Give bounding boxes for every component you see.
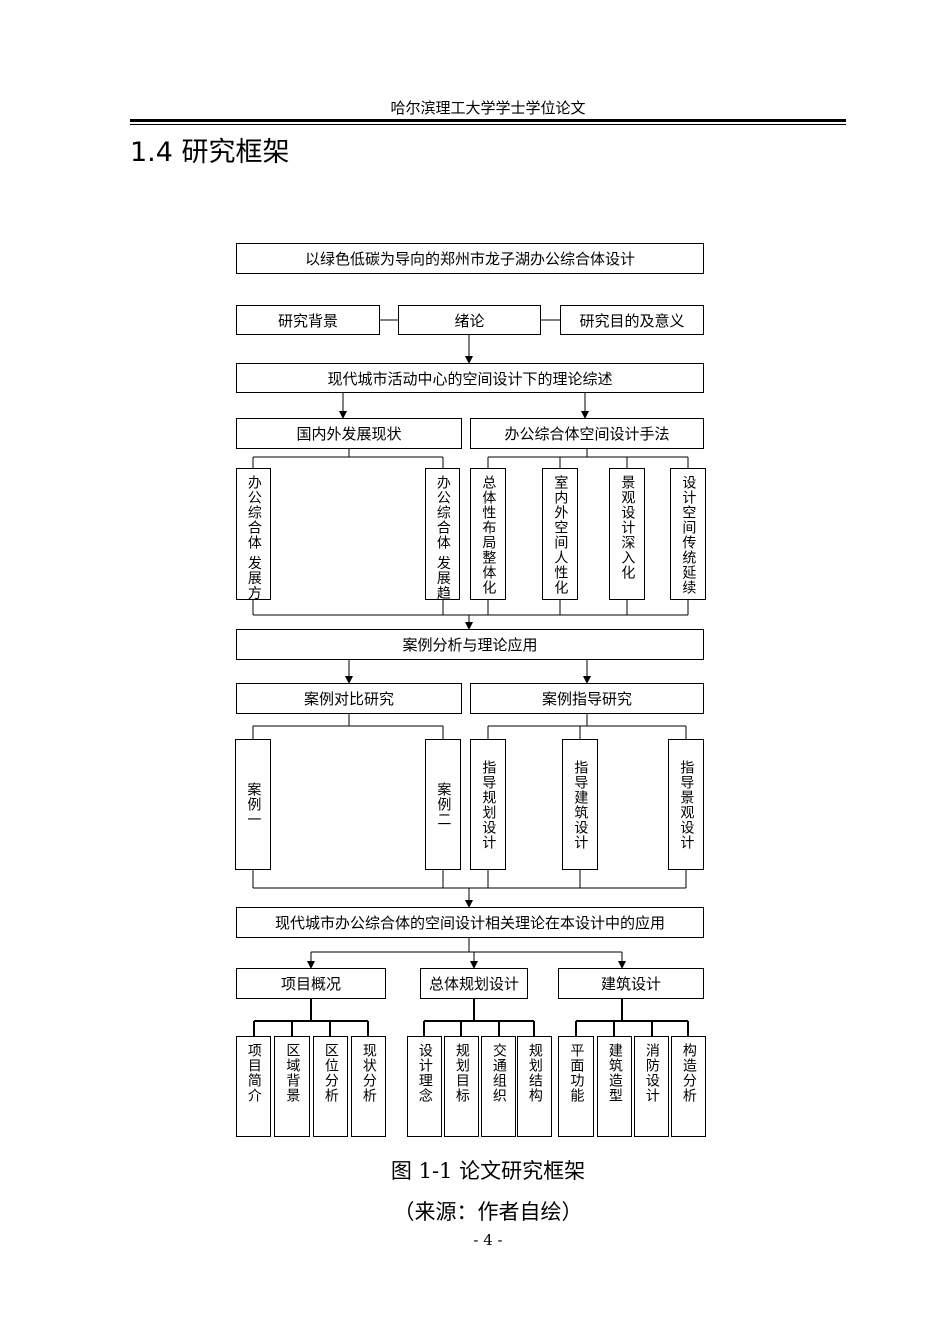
leaf-label: 区域背景 xyxy=(284,1043,301,1103)
diagram-top-box: 以绿色低碳为导向的郑州市龙子湖办公综合体设计 xyxy=(236,243,704,274)
vbox-label: 案例一 xyxy=(245,782,262,827)
leaf-label: 构造分析 xyxy=(680,1043,697,1103)
leaf-plan-function: 平面功能 xyxy=(558,1036,594,1137)
leaf-label: 现状分析 xyxy=(360,1043,377,1103)
box-case-analysis: 案例分析与理论应用 xyxy=(236,629,704,660)
header-rule-thin xyxy=(130,124,846,125)
leaf-label: 规划目标 xyxy=(453,1043,470,1103)
box-theory-review: 现代城市活动中心的空间设计下的理论综述 xyxy=(236,363,704,393)
vbox-label: 景观设计深入化 xyxy=(619,475,636,580)
leaf-regional-background: 区域背景 xyxy=(274,1036,310,1137)
vbox-case-two: 案例二 xyxy=(425,739,461,870)
vbox-label: 设计空间传统延续 xyxy=(680,475,697,595)
vbox-label: 办公综合体 发展趋 xyxy=(434,475,451,601)
vbox-guide-architecture: 指导建筑设计 xyxy=(562,739,598,870)
leaf-label: 项目简介 xyxy=(245,1043,262,1103)
vbox-tradition-continuation: 设计空间传统延续 xyxy=(670,468,706,600)
leaf-construction-analysis: 构造分析 xyxy=(671,1036,706,1137)
vbox-development-direction: 办公综合体 发展方 xyxy=(236,468,271,600)
leaf-label: 规划结构 xyxy=(526,1043,543,1103)
vbox-label: 办公综合体 发展方 xyxy=(245,475,262,601)
section-title: 1.4 研究框架 xyxy=(130,137,290,168)
leaf-design-concept: 设计理念 xyxy=(407,1036,442,1137)
leaf-label: 平面功能 xyxy=(568,1043,585,1103)
leaf-label: 交通组织 xyxy=(490,1043,507,1103)
box-introduction: 绪论 xyxy=(398,305,541,335)
box-theory-application: 现代城市办公综合体的空间设计相关理论在本设计中的应用 xyxy=(236,907,704,938)
vbox-guide-planning: 指导规划设计 xyxy=(470,739,506,870)
vbox-label: 案例二 xyxy=(435,782,452,827)
leaf-planning-goals: 规划目标 xyxy=(444,1036,479,1137)
vbox-case-one: 案例一 xyxy=(235,739,271,870)
figure-caption: 图 1-1 论文研究框架 xyxy=(390,1159,586,1183)
box-master-planning: 总体规划设计 xyxy=(420,968,528,999)
leaf-status-analysis: 现状分析 xyxy=(351,1036,386,1137)
box-domestic-status: 国内外发展现状 xyxy=(236,418,462,449)
leaf-building-form: 建筑造型 xyxy=(597,1036,632,1137)
box-case-comparison: 案例对比研究 xyxy=(236,683,462,714)
leaf-fire-design: 消防设计 xyxy=(634,1036,669,1137)
leaf-traffic-organization: 交通组织 xyxy=(481,1036,516,1137)
leaf-location-analysis: 区位分析 xyxy=(313,1036,348,1137)
vbox-overall-layout: 总体性布局整体化 xyxy=(470,468,506,600)
vbox-label: 总体性布局整体化 xyxy=(480,475,497,595)
vbox-development-trend: 办公综合体 发展趋 xyxy=(425,468,460,600)
header-rule-thick xyxy=(130,119,846,122)
box-research-background: 研究背景 xyxy=(236,305,380,335)
leaf-label: 建筑造型 xyxy=(606,1043,623,1103)
vbox-humanized-space: 室内外空间人性化 xyxy=(542,468,578,600)
leaf-project-intro: 项目简介 xyxy=(236,1036,271,1137)
box-project-overview: 项目概况 xyxy=(236,968,386,999)
vbox-label: 指导规划设计 xyxy=(480,759,497,850)
page-number: - 4 - xyxy=(473,1231,503,1249)
vbox-guide-landscape: 指导景观设计 xyxy=(668,739,704,870)
leaf-label: 消防设计 xyxy=(643,1043,660,1103)
leaf-planning-structure: 规划结构 xyxy=(517,1036,552,1137)
box-architecture-design: 建筑设计 xyxy=(558,968,704,999)
box-design-methods: 办公综合体空间设计手法 xyxy=(470,418,704,449)
box-case-guidance: 案例指导研究 xyxy=(470,683,704,714)
vbox-label: 指导建筑设计 xyxy=(572,759,589,850)
vbox-label: 室内外空间人性化 xyxy=(552,475,569,595)
leaf-label: 区位分析 xyxy=(322,1043,339,1103)
vbox-landscape-design: 景观设计深入化 xyxy=(609,468,645,600)
vbox-label: 指导景观设计 xyxy=(678,759,695,850)
running-header: 哈尔滨理工大学学士学位论文 xyxy=(390,99,586,117)
figure-source: （来源：作者自绘） xyxy=(393,1200,583,1224)
leaf-label: 设计理念 xyxy=(416,1043,433,1103)
box-research-purpose: 研究目的及意义 xyxy=(560,305,704,335)
